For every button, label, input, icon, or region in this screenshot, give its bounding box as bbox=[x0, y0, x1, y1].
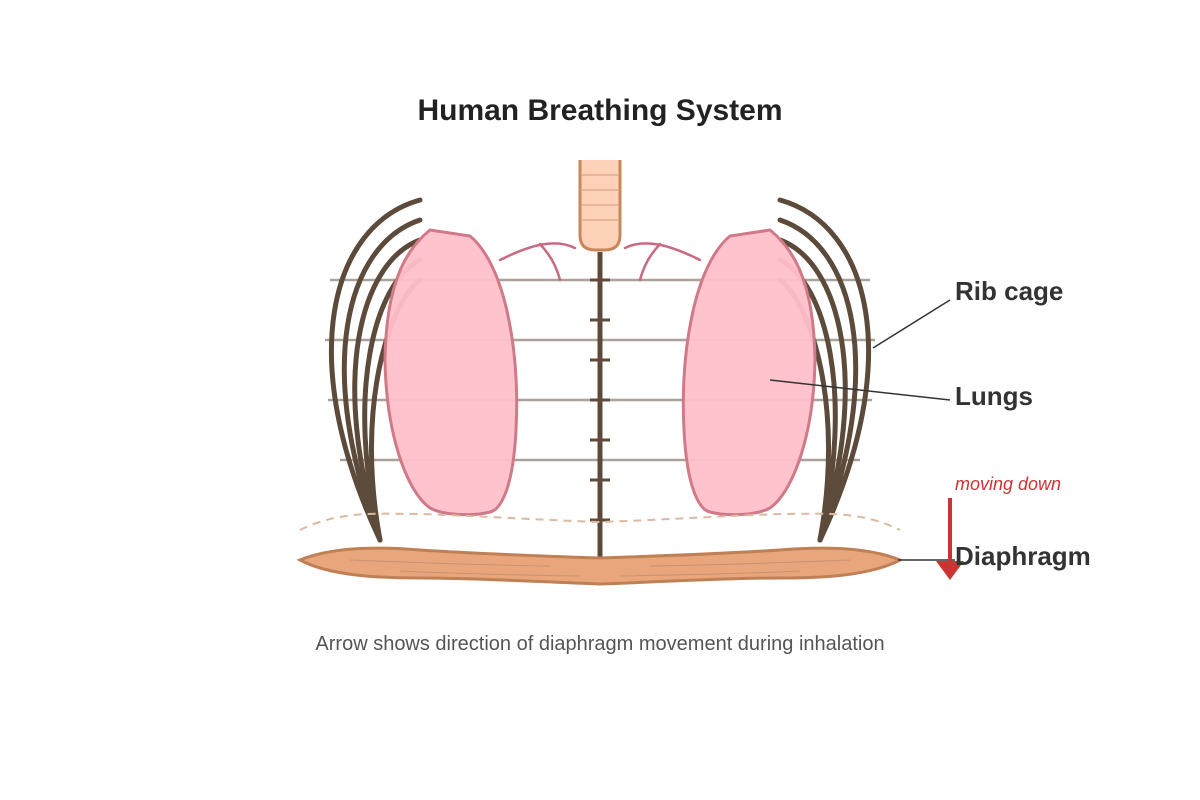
caption: Arrow shows direction of diaphragm movem… bbox=[315, 633, 884, 655]
arrow-head bbox=[936, 561, 964, 580]
diaphragm-label: Diaphragm bbox=[955, 541, 1091, 571]
left-bronchiole bbox=[538, 242, 562, 282]
lungs-label: Lungs bbox=[955, 381, 1033, 411]
muscle-fiber bbox=[349, 559, 551, 567]
trachea bbox=[578, 160, 622, 252]
rib-arc bbox=[777, 197, 871, 543]
muscle-fiber bbox=[619, 570, 801, 577]
left-bronchus bbox=[498, 242, 577, 262]
right-bronchus bbox=[623, 242, 702, 262]
rib-arc bbox=[341, 217, 423, 543]
lungs-leader bbox=[769, 379, 951, 401]
movement-note: moving down bbox=[955, 474, 1061, 494]
muscle-fiber bbox=[399, 570, 581, 577]
down-arrow-icon bbox=[936, 498, 964, 580]
rib-cage-leader bbox=[872, 299, 951, 349]
bronchi bbox=[498, 242, 702, 282]
rib-arc bbox=[352, 237, 423, 543]
muscle-fiber bbox=[649, 559, 851, 567]
diagram-title: Human Breathing System bbox=[417, 94, 782, 127]
rib-arc bbox=[777, 237, 848, 543]
left-ribs bbox=[329, 197, 423, 543]
left-lung bbox=[383, 228, 519, 517]
sternum bbox=[590, 252, 610, 560]
right-bronchiole bbox=[638, 242, 662, 282]
rib-arc bbox=[777, 217, 859, 543]
rib-arc bbox=[329, 197, 423, 543]
rib-cage-label: Rib cage bbox=[955, 276, 1063, 306]
right-lung bbox=[681, 228, 817, 517]
